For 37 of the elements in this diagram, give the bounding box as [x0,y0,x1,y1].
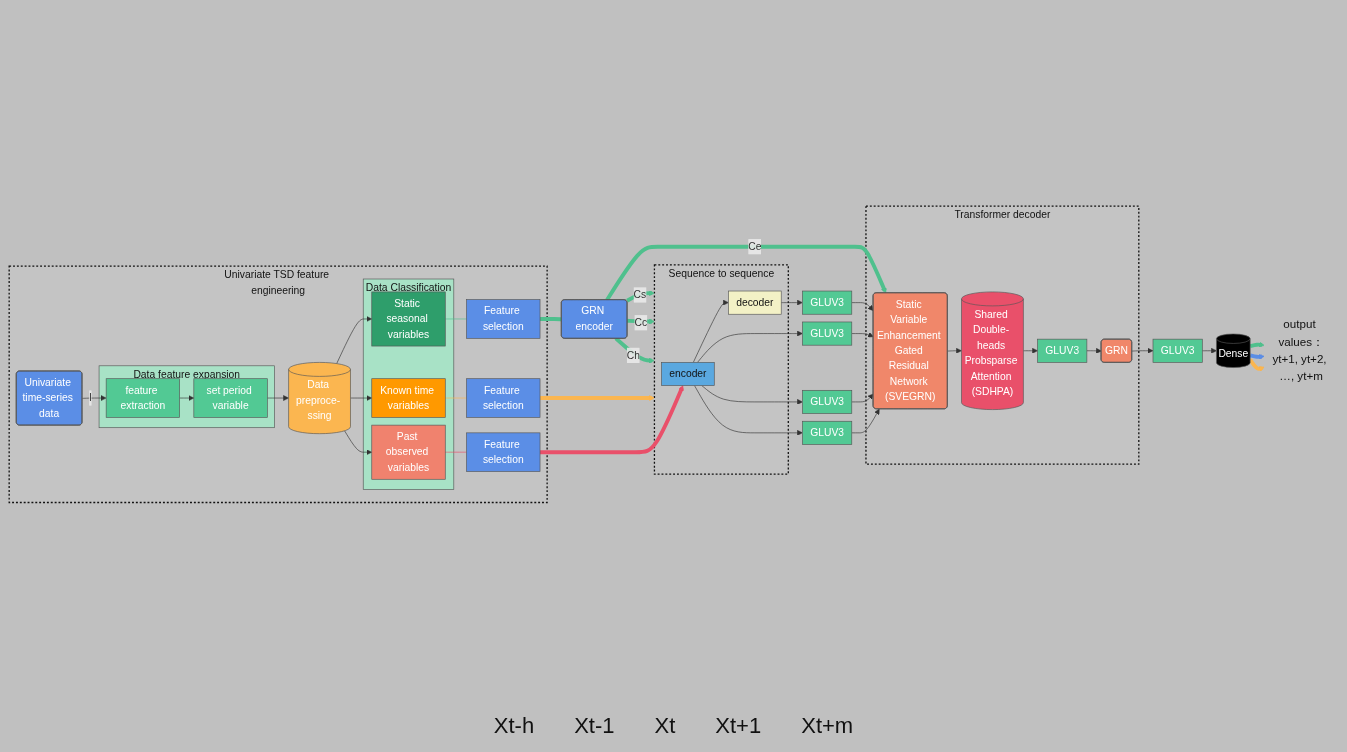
arrow [605,244,887,301]
edge-label: Cs [633,288,647,300]
connector [539,316,563,321]
node-box: Feature selection [466,299,541,339]
node-box: GLUV3 [802,420,853,445]
arrow [614,336,655,364]
node-box: feature extraction [105,378,180,418]
edge-label: Ce [748,240,762,252]
node-box: encoder [661,361,715,386]
variable-label: Xt+m [801,713,854,739]
node-box: Past observed variables [371,424,446,480]
variable-label: Xt-1 [574,713,615,739]
node-box: GLUV3 [1037,338,1088,363]
arrow [539,394,655,401]
node-box: GLUV3 [802,321,853,346]
node-box: GLUV3 [802,290,853,315]
edge-label: Ch [626,349,640,361]
node-box: Known time variables [371,378,446,418]
node-box: GLUV3 [1152,338,1203,363]
node-box: decoder [728,290,782,315]
arrow [539,385,684,454]
connector [444,318,467,319]
node-box: Feature selection [466,432,541,472]
node-text: output values： yt+1, yt+2, …, yt+m [1272,317,1327,383]
variable-label: Xt [654,713,676,739]
edge-label: Cc [634,316,648,328]
node-box: set period variable [193,378,268,418]
node-box: GLUV3 [802,389,853,414]
node-box: Static seasonal variables [371,291,446,347]
connector [444,397,467,399]
edge-label: I [89,391,92,403]
arrow [626,290,655,303]
variable-label: Xt-h [493,713,535,739]
variable-label: Xt+1 [715,713,762,739]
connector [444,451,467,453]
arrow [626,318,655,325]
node-box: Feature selection [466,378,541,418]
